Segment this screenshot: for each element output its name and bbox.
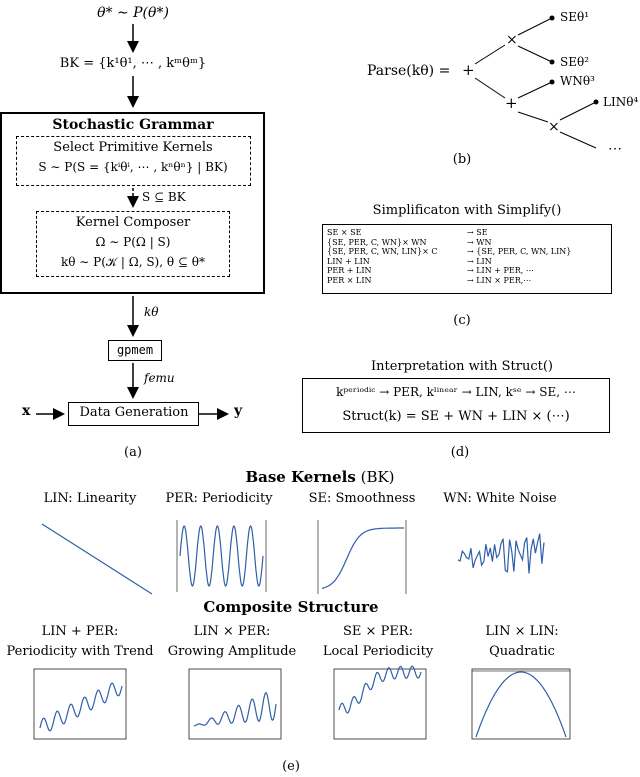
gpmem-box — [108, 340, 162, 361]
tree-times-2: × — [548, 119, 560, 135]
input-x-label: x — [22, 403, 31, 419]
grammar-title: Stochastic Grammar — [52, 117, 214, 133]
leaf-se-1: SEθ¹ — [560, 10, 590, 24]
lin-times-lin-curve — [475, 671, 567, 738]
composite-lin-plus-per-desc: Periodicity with Trend — [6, 644, 154, 659]
f-emu-label: femu — [144, 371, 175, 385]
composite-lin-times-per-title: LIN × PER: — [193, 624, 271, 639]
simplify-row: LIN + LIN→ LIN — [327, 256, 492, 266]
data-generation-label: Data Generation — [79, 405, 189, 420]
select-formula: S ∼ P(S = {kⁱθⁱ, ⋯ , kⁿθⁿ} | BK) — [38, 160, 228, 174]
simplify-row: {SE, PER, C, WN}× WN→ WN — [327, 237, 492, 247]
se-times-per-curve — [338, 665, 422, 714]
composite-structure-title: Composite Structure — [203, 598, 379, 616]
bk-set-formula: BK = {k¹θ¹, ⋯ , kᵐθᵐ} — [59, 56, 207, 71]
lin-times-lin-frame — [471, 668, 571, 740]
lin-times-per-frame — [188, 668, 282, 740]
caption-a: (a) — [124, 445, 142, 460]
caption-e: (e) — [282, 759, 300, 774]
composer-title: Kernel Composer — [75, 215, 191, 230]
leaf-lin-4: LINθ⁴ — [603, 95, 639, 109]
gpmem-label: gpmem — [116, 343, 154, 357]
leaf-se-2: SEθ² — [560, 55, 590, 69]
base-kernels-heading: Base Kernels (BK) — [245, 470, 394, 485]
parse-tree-edges — [474, 17, 597, 149]
struct-title: Interpretation with Struct() — [371, 359, 553, 374]
leaf-wn-3: WNθ³ — [560, 74, 595, 88]
se-curve — [321, 527, 404, 589]
base-kernel-label-wn: WN: White Noise — [443, 491, 557, 506]
k-theta-label: kθ — [144, 305, 159, 319]
composite-lin-times-lin-desc: Quadratic — [489, 644, 555, 659]
composite-se-times-per-title: SE × PER: — [343, 624, 413, 639]
parse-label: Parse(kθ) = — [367, 63, 451, 79]
output-y-label: y — [234, 403, 243, 419]
caption-c: (c) — [453, 313, 471, 328]
lin-plus-per-frame — [33, 668, 127, 740]
base-kernel-label-se: SE: Smoothness — [308, 491, 416, 506]
parse-tree-nodes — [549, 15, 599, 105]
composer-formula-2: kθ ∼ P(𝒦 | Ω, S), θ ⊆ θ* — [61, 255, 205, 269]
per-curve — [179, 525, 264, 587]
struct-line-1: kᵖᵉʳⁱᵒᵈⁱᶜ → PER, kˡⁱⁿᵉᵃʳ → LIN, kˢᵉ → SE… — [336, 385, 576, 399]
subset-label: S ⊆ BK — [142, 190, 186, 204]
select-kernels-box — [16, 136, 251, 186]
struct-box — [302, 378, 610, 433]
lin-plus-per-curve — [39, 682, 123, 732]
struct-line-2: Struct(k) = SE + WN + LIN × (⋯) — [342, 409, 570, 424]
base-kernel-label-per: PER: Periodicity — [165, 491, 273, 506]
kernel-composer-box — [36, 211, 230, 277]
tree-ellipsis: ⋯ — [608, 141, 622, 157]
data-generation-box — [68, 402, 199, 426]
select-title: Select Primitive Kernels — [53, 140, 213, 155]
tree-plus-root: + — [462, 61, 475, 79]
stochastic-grammar-box — [0, 112, 265, 294]
simplify-row: {SE, PER, C, WN, LIN}× C→ {SE, PER, C, W… — [327, 247, 572, 257]
composite-se-times-per-desc: Local Periodicity — [322, 644, 434, 659]
composite-lin-times-per-desc: Growing Amplitude — [167, 644, 297, 659]
simplify-row: PER + LIN→ LIN + PER, ⋯ — [327, 266, 534, 276]
caption-d: (d) — [450, 445, 470, 460]
composite-lin-times-lin-title: LIN × LIN: — [485, 624, 559, 639]
composite-lin-plus-per-title: LIN + PER: — [41, 624, 119, 639]
composer-formula-1: Ω ∼ P(Ω | S) — [95, 235, 171, 249]
tree-times-1: × — [506, 32, 518, 48]
wn-curve — [457, 533, 545, 574]
simplify-row: SE × SE→ SE — [327, 228, 488, 237]
lin-curve — [41, 523, 153, 595]
simplify-title: Simplificaton with Simplify() — [372, 203, 562, 218]
simplify-row: PER × LIN→ LIN × PER,⋯ — [327, 275, 532, 285]
se-times-per-frame — [333, 668, 427, 740]
tree-plus-2: + — [505, 94, 518, 112]
simplify-table: SE × SE→ SE {SE, PER, C, WN}× WN→ WN {SE… — [322, 224, 612, 294]
caption-b: (b) — [452, 152, 472, 167]
theta-sample-formula: θ* ∼ P(θ*) — [97, 5, 169, 21]
lin-times-per-curve — [193, 692, 277, 727]
base-kernels-suffix: (BK) — [360, 468, 395, 486]
base-kernel-label-lin: LIN: Linearity — [43, 491, 137, 506]
base-kernels-title: Base Kernels — [245, 468, 356, 486]
